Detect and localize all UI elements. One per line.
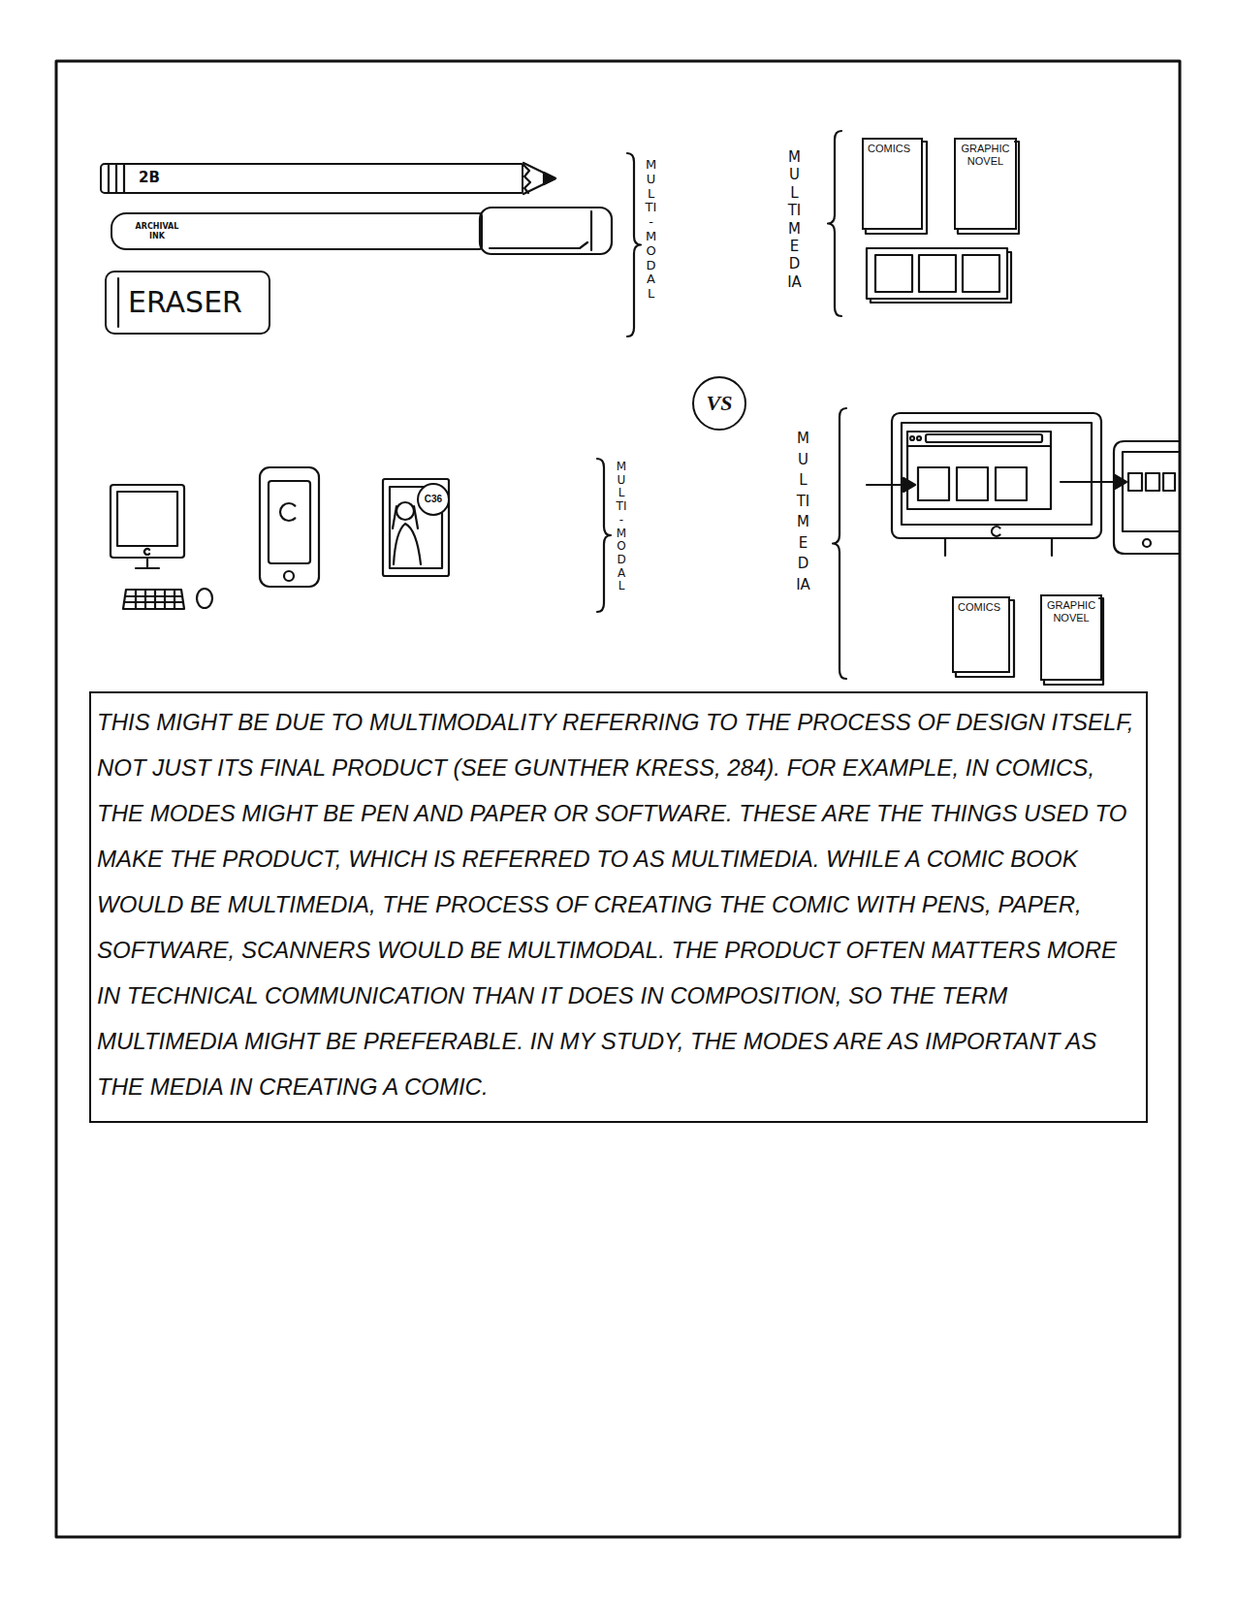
figure-hair — [413, 506, 418, 529]
shape-label: GRAPHIC NOVEL — [1045, 599, 1097, 624]
curly-bracket — [827, 130, 842, 317]
tablet-button — [1142, 538, 1151, 547]
keyboard-keys — [163, 589, 166, 609]
address-bar — [925, 434, 1043, 443]
shape-label: C36 — [424, 493, 443, 506]
phone — [259, 467, 319, 587]
keyboard-keys — [144, 589, 147, 609]
vertical-label: MULTI-MODAL — [615, 460, 628, 594]
shape-label: COMICS — [867, 142, 911, 156]
web-screen — [901, 422, 1092, 525]
pencil-ferrule — [107, 164, 110, 192]
pencil: 2B — [99, 162, 524, 194]
keyboard-keys — [154, 589, 157, 609]
sheet-shadow — [955, 600, 1015, 677]
pencil-lead — [543, 172, 556, 185]
arrow-head — [1114, 475, 1127, 489]
tablet-screen — [389, 486, 443, 569]
tablet-badge: C36 — [416, 482, 450, 516]
monitor-base — [135, 567, 159, 570]
shape-label: ARCHIVAL INK — [131, 221, 183, 240]
keyboard — [123, 589, 185, 609]
text-panel: THIS MIGHT BE DUE TO MULTIMODALITY REFER… — [89, 691, 1148, 1123]
brand-logo — [280, 503, 295, 521]
comic-panel — [1145, 473, 1160, 491]
comic-panel — [1163, 473, 1175, 491]
comic-panel — [995, 467, 1027, 501]
phone-screen — [268, 480, 311, 564]
phone-button — [284, 570, 294, 581]
browser-bar — [907, 444, 1051, 447]
pen-cap-ring — [590, 211, 593, 251]
graphic-novel: GRAPHIC NOVEL — [1040, 594, 1103, 681]
shape-label: GRAPHIC NOVEL — [959, 142, 1012, 167]
comic-panel — [918, 467, 950, 501]
vertical-label: MULTIMEDIA — [795, 428, 811, 596]
curly-bracket — [832, 408, 847, 679]
browser-dot — [917, 436, 921, 441]
vertical-label: MULTI-MODAL — [644, 158, 658, 302]
page-border — [56, 61, 1180, 1537]
shape-label: VS — [706, 390, 733, 415]
figure-head — [396, 502, 414, 520]
computer-screen — [117, 491, 178, 546]
versus-badge: VS — [692, 376, 747, 431]
monitor-leg — [1050, 538, 1053, 556]
comic-panel — [1128, 473, 1142, 491]
eraser-sleeve — [117, 278, 120, 327]
keyboard-keys — [173, 589, 176, 609]
pointer-arrow — [866, 483, 903, 486]
comic-panel — [962, 254, 1000, 292]
eraser: ERASER — [104, 270, 271, 335]
comic-book: COMICS — [861, 137, 923, 230]
arrow-head — [903, 477, 916, 492]
computer-mouse — [196, 588, 213, 608]
brand-logo — [991, 526, 1001, 537]
pointer-arrow — [1060, 480, 1115, 483]
comic-strip — [866, 248, 1008, 299]
vertical-label: MULTIMEDIA — [787, 148, 802, 291]
graphic-novel: GRAPHIC NOVEL — [953, 137, 1017, 230]
computer-monitor — [110, 484, 185, 558]
sheet-shadow — [865, 141, 927, 234]
comic-panel — [919, 254, 956, 292]
curly-bracket — [597, 458, 611, 612]
body-text: THIS MIGHT BE DUE TO MULTIMODALITY REFER… — [96, 698, 1139, 1110]
figure-body — [393, 523, 421, 565]
keyboard-keys — [134, 589, 137, 609]
pen-cap — [479, 207, 612, 254]
pen: ARCHIVAL INK — [110, 212, 483, 251]
pencil-ferrule — [115, 164, 118, 192]
web-monitor — [891, 412, 1102, 539]
comic-panel — [875, 254, 913, 292]
monitor-leg — [944, 538, 947, 556]
shape-label: ERASER — [127, 285, 243, 320]
sheet-shadow — [1044, 598, 1104, 685]
pen-clip — [489, 242, 588, 249]
sheet-shadow — [957, 141, 1019, 234]
drawing-tablet — [382, 478, 449, 576]
pencil-shaving — [523, 164, 531, 193]
figure-hair — [392, 506, 397, 529]
monitor-neck — [146, 557, 149, 569]
web-tablet — [1113, 441, 1179, 554]
pencil-ferrule — [123, 164, 126, 192]
browser-dot — [910, 436, 915, 441]
curly-bracket — [627, 153, 641, 337]
sheet-shadow — [870, 252, 1012, 303]
web-tablet-screen — [1122, 451, 1179, 532]
pencil-tip — [523, 162, 556, 194]
browser-window — [907, 431, 1051, 509]
comic-panel — [956, 467, 988, 501]
shape-label: COMICS — [957, 601, 1001, 614]
shape-label: 2B — [138, 169, 160, 187]
brand-logo — [144, 548, 150, 555]
comic-book: COMICS — [951, 596, 1011, 673]
